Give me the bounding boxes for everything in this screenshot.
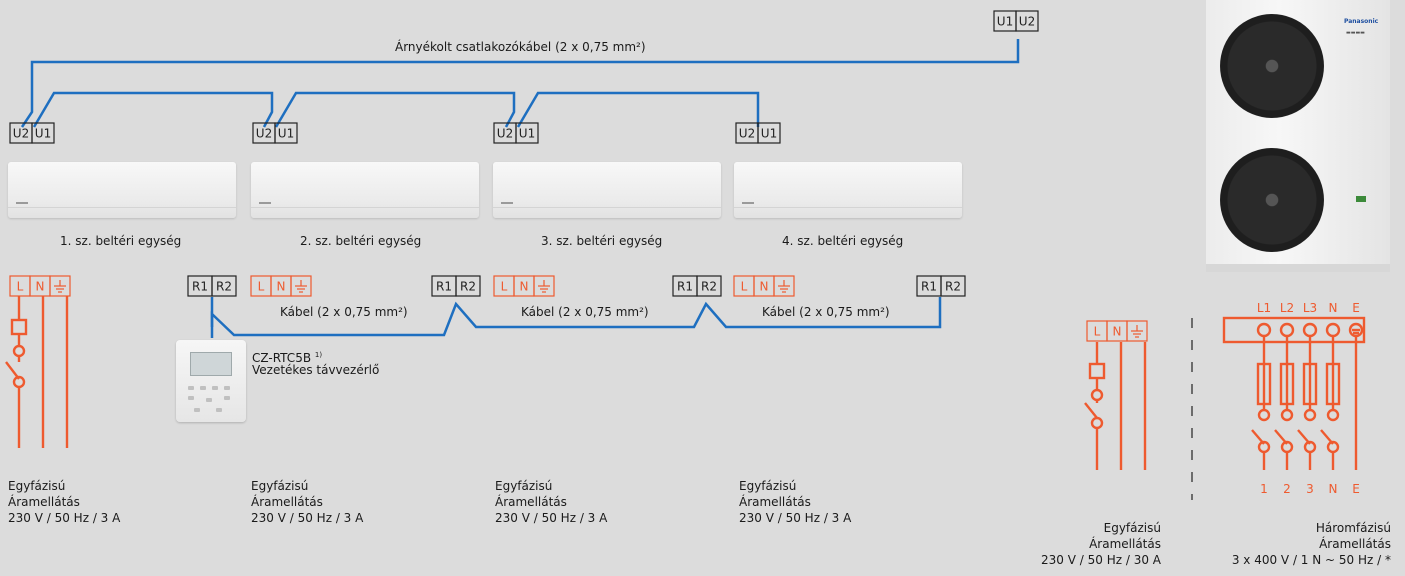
indoor-3-to-4-cable <box>516 91 760 128</box>
supply-caption-4: Egyfázisú Áramellátás 230 V / 50 Hz / 3 … <box>739 479 852 525</box>
remote-to-indoor-2-cable <box>210 297 942 337</box>
indoor-unit-1-image <box>8 162 236 218</box>
remote-cable-label-1: Kábel (2 x 0,75 mm²) <box>280 305 408 319</box>
remote-terminal-4: R1 R2 <box>916 275 966 297</box>
terminal-label: U2 <box>739 127 755 141</box>
terminal-label: L <box>501 280 508 294</box>
terminal-label: U2 <box>497 127 513 141</box>
outdoor-single-phase-circuit <box>1084 342 1147 470</box>
terminal-label: U1 <box>35 127 51 141</box>
earth-icon <box>1131 325 1143 338</box>
three-phase-bottom-label: E <box>1352 482 1360 496</box>
earth-icon <box>538 280 550 293</box>
remote-model-label: CZ-RTC5B 1) <box>252 348 322 366</box>
terminal-label: R1 <box>436 280 452 294</box>
terminal-label: U2 <box>1019 15 1035 29</box>
three-phase-top-label: E <box>1352 301 1360 315</box>
remote-controller-image <box>176 340 246 422</box>
three-phase-top-label: L1 <box>1257 301 1271 315</box>
remote-model: CZ-RTC5B <box>252 351 312 365</box>
indoor-unit-4-terminal: U2 U1 <box>735 122 781 144</box>
three-phase-bottom-label: 2 <box>1283 482 1291 496</box>
indoor-unit-1-label: 1. sz. beltéri egység <box>60 234 182 248</box>
indoor-unit-3-terminal: U2 U1 <box>493 122 539 144</box>
three-phase-top-label: N <box>1329 301 1338 315</box>
brand-logo: Panasonic <box>1344 18 1379 25</box>
terminal-label: N <box>760 280 769 294</box>
outdoor-unit-image: Panasonic ▬▬▬▬ <box>1206 0 1390 272</box>
earth-icon <box>778 280 790 293</box>
outdoor-three-phase-caption: Háromfázisú Áramellátás 3 x 400 V / 1 N … <box>1231 521 1391 567</box>
indoor-unit-3-image <box>493 162 721 218</box>
terminal-label: N <box>277 280 286 294</box>
terminal-label: N <box>36 280 45 294</box>
remote-terminal-1: R1 R2 <box>187 275 237 297</box>
three-phase-top-label: L2 <box>1280 301 1294 315</box>
indoor-1-power-circuit <box>5 296 69 448</box>
supply-caption-2: Egyfázisú Áramellátás 230 V / 50 Hz / 3 … <box>251 479 364 525</box>
terminal-label: N <box>520 280 529 294</box>
terminal-label: R1 <box>677 280 693 294</box>
terminal-label: U1 <box>761 127 777 141</box>
terminal-label: R2 <box>701 280 717 294</box>
terminal-label: R2 <box>216 280 232 294</box>
indoor-unit-2-image <box>251 162 479 218</box>
remote-cable-label-3: Kábel (2 x 0,75 mm²) <box>762 305 890 319</box>
outdoor-three-phase-circuit <box>1222 316 1366 470</box>
outdoor-single-phase-caption: Egyfázisú Áramellátás 230 V / 50 Hz / 30… <box>1041 521 1161 567</box>
indoor-unit-2-label: 2. sz. beltéri egység <box>300 234 422 248</box>
terminal-label: L <box>258 280 265 294</box>
terminal-label: U1 <box>997 15 1013 29</box>
three-phase-top-label: L3 <box>1303 301 1317 315</box>
indoor-1-to-2-cable <box>32 91 274 128</box>
three-phase-bottom-label: 1 <box>1260 482 1268 496</box>
earth-icon <box>295 280 307 293</box>
indoor-2-to-3-cable <box>274 91 516 128</box>
three-phase-bottom-label: 3 <box>1306 482 1314 496</box>
terminal-label: N <box>1113 325 1122 339</box>
supply-caption-3: Egyfázisú Áramellátás 230 V / 50 Hz / 3 … <box>495 479 608 525</box>
earth-icon <box>54 280 66 293</box>
indoor-unit-2-terminal: U2 U1 <box>252 122 298 144</box>
terminal-label: L <box>17 280 24 294</box>
top-cable-label: Árnyékolt csatlakozókábel (2 x 0,75 mm²) <box>395 40 646 54</box>
terminal-label: R2 <box>460 280 476 294</box>
terminal-label: U1 <box>519 127 535 141</box>
indoor-unit-1-terminal: U2 U1 <box>9 122 55 144</box>
remote-terminal-2: R1 R2 <box>431 275 481 297</box>
terminal-label: R1 <box>192 280 208 294</box>
terminal-label: L <box>1094 325 1101 339</box>
terminal-label: U1 <box>278 127 294 141</box>
outdoor-terminal-u1-u2: U1 U2 <box>993 10 1039 32</box>
remote-description: Vezetékes távvezérlő <box>252 363 380 377</box>
indoor-unit-3-label: 3. sz. beltéri egység <box>541 234 663 248</box>
terminal-label: R1 <box>921 280 937 294</box>
indoor-unit-4-label: 4. sz. beltéri egység <box>782 234 904 248</box>
terminal-label: L <box>741 280 748 294</box>
three-phase-bottom-label: N <box>1329 482 1338 496</box>
terminal-label: U2 <box>256 127 272 141</box>
remote-terminal-3: R1 R2 <box>672 275 722 297</box>
terminal-label: U2 <box>13 127 29 141</box>
remote-footnote: 1) <box>314 351 323 359</box>
supply-caption-1: Egyfázisú Áramellátás 230 V / 50 Hz / 3 … <box>8 479 121 525</box>
indoor-unit-4-image <box>734 162 962 218</box>
terminal-label: R2 <box>945 280 961 294</box>
remote-cable-label-2: Kábel (2 x 0,75 mm²) <box>521 305 649 319</box>
outdoor-to-indoor-1-cable <box>20 39 1020 128</box>
